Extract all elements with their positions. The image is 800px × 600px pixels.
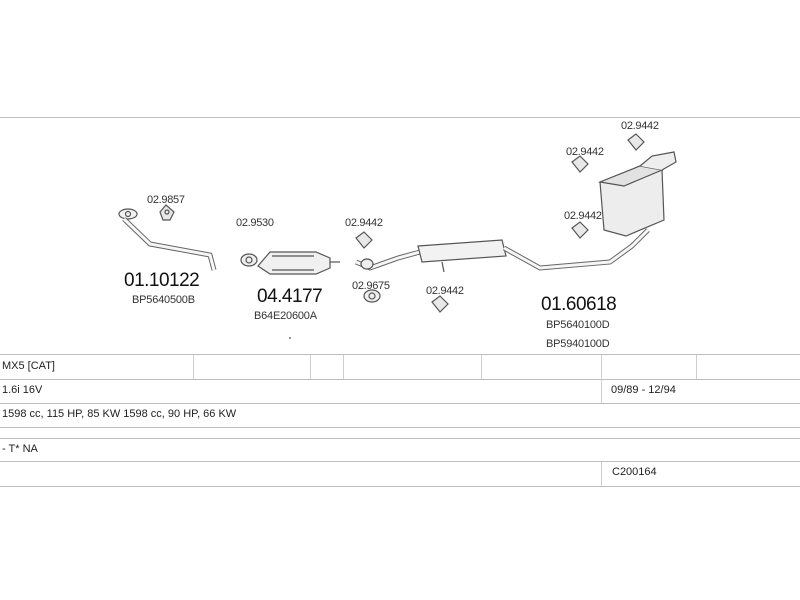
hanger-icon — [571, 155, 589, 173]
table-notes: - T* NA — [2, 443, 38, 455]
diagram-top-rule — [0, 117, 800, 118]
label-hanger-a: 02.9442 — [345, 217, 383, 229]
catalyst-ref: B64E20600A — [254, 310, 317, 322]
dot-mark — [289, 337, 291, 339]
catalyst-code: 04.4177 — [257, 286, 323, 307]
label-hanger-e: 02.9442 — [564, 210, 602, 222]
rear-system-code: 01.60618 — [541, 294, 617, 315]
table-specs: 1598 cc, 115 HP, 85 KW 1598 cc, 90 HP, 6… — [2, 408, 237, 420]
hanger-icon — [431, 295, 449, 313]
label-hanger-b: 02.9442 — [426, 285, 464, 297]
centre-silencer-icon — [417, 239, 507, 273]
label-gasket-cat: 02.9530 — [236, 217, 274, 229]
rear-system-ref-1: BP5640100D — [546, 319, 610, 331]
label-gasket-mid: 02.9675 — [352, 280, 390, 292]
gasket-icon — [363, 289, 381, 303]
label-clamp-front: 02.9857 — [147, 194, 185, 206]
front-pipe-icon — [118, 208, 217, 271]
rear-system-ref-2: BP5940100D — [546, 338, 610, 350]
rear-pipe-icon — [355, 249, 421, 271]
gasket-icon — [240, 253, 258, 267]
table-model: MX5 [CAT] — [2, 360, 55, 372]
hanger-icon — [355, 231, 373, 249]
catalyst-icon — [257, 251, 340, 275]
tail-pipe-icon — [502, 228, 650, 271]
label-hanger-d: 02.9442 — [621, 120, 659, 132]
label-hanger-c: 02.9442 — [566, 146, 604, 158]
muffler-icon — [597, 151, 677, 237]
hanger-icon — [627, 133, 645, 151]
table-engine: 1.6i 16V — [2, 384, 43, 396]
front-pipe-code: 01.10122 — [124, 270, 200, 291]
table-years: 09/89 - 12/94 — [611, 384, 676, 396]
front-pipe-ref: BP5640500B — [132, 294, 195, 306]
hanger-icon — [571, 221, 589, 239]
clamp-icon — [159, 204, 175, 221]
table-catalog-no: C200164 — [612, 466, 657, 478]
